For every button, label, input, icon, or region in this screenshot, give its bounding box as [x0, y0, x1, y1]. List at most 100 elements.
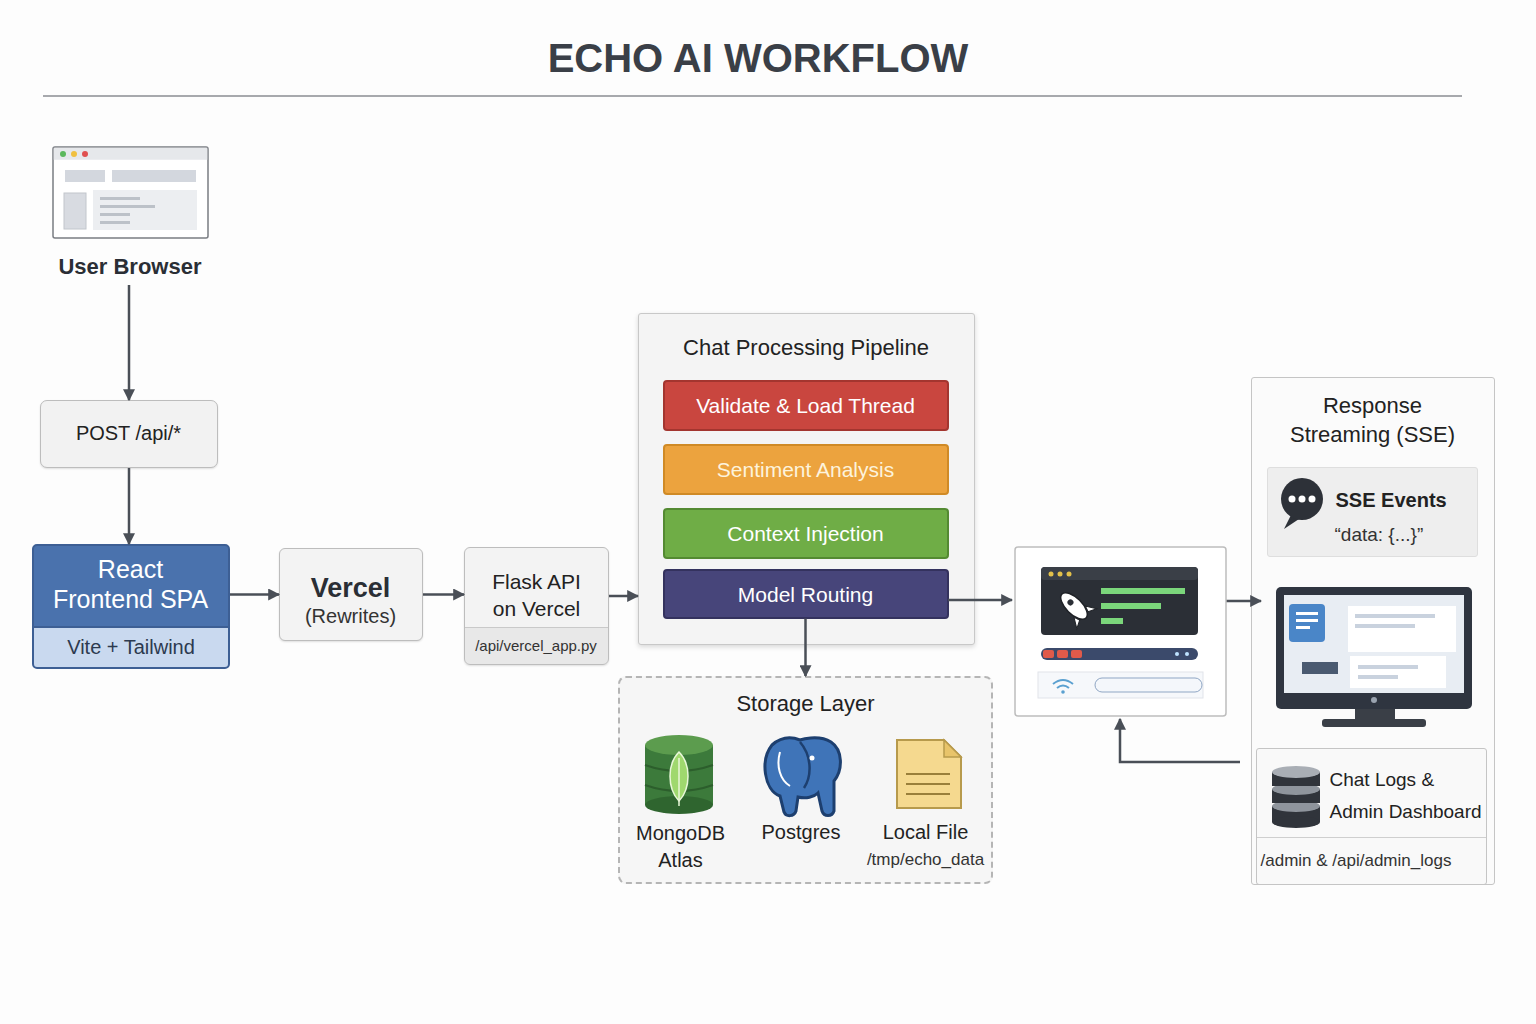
monitor-illustration — [1302, 662, 1338, 674]
postgres-icon — [778, 752, 790, 786]
chat-ui-illustration — [1101, 603, 1161, 609]
flow-arrow — [609, 595, 638, 598]
browser-icon — [93, 190, 197, 230]
speech-bubble-icon — [1299, 496, 1306, 503]
postgres-icon — [765, 738, 840, 816]
mongodb-icon — [645, 745, 713, 805]
node-subtitle: Vite + Tailwind — [34, 635, 228, 660]
database-icon — [1272, 766, 1320, 828]
node-title: Vercel — [280, 571, 421, 605]
database-node: Postgres — [751, 728, 851, 878]
monitor-illustration — [1289, 604, 1325, 642]
speech-bubble-icon — [1289, 496, 1296, 503]
chat-ui-illustration — [1015, 547, 1226, 716]
chat-ui-illustration — [1038, 672, 1203, 698]
database-icon — [1272, 789, 1320, 803]
file-icon — [944, 740, 961, 757]
event-box: SSE Events“data: {...}” — [1267, 467, 1478, 557]
stage-box: Model Routing — [663, 569, 949, 619]
chat-ui-illustration — [1061, 690, 1065, 694]
browser-icon — [112, 170, 196, 182]
chat-ui-illustration — [1095, 678, 1202, 692]
flow-arrow — [128, 468, 131, 544]
monitor-illustration — [1355, 709, 1395, 721]
pipeline-container: Validate & Load ThreadSentiment Analysis… — [638, 313, 975, 645]
chat-ui-illustration — [1053, 680, 1073, 684]
monitor-illustration — [1355, 624, 1415, 628]
title-rule — [43, 95, 1462, 97]
client-node: User Browser — [40, 145, 220, 285]
chat-ui-illustration — [1049, 572, 1054, 577]
speech-bubble-icon — [1281, 478, 1323, 520]
monitor-illustration — [1355, 614, 1435, 618]
speech-bubble-icon — [1309, 496, 1316, 503]
file-icon — [906, 773, 950, 775]
node-label: POST /api/* — [41, 421, 216, 446]
monitor-illustration — [1358, 665, 1418, 669]
postgres-icon — [800, 742, 810, 788]
chat-ui-illustration — [1185, 652, 1189, 656]
chat-ui-illustration — [1015, 547, 1226, 716]
chat-ui-illustration — [1041, 567, 1198, 635]
storage-label: Postgres — [751, 820, 851, 845]
browser-icon — [71, 151, 77, 157]
flow-arrow — [948, 600, 1261, 762]
stage-box: Validate & Load Thread — [663, 380, 949, 431]
file-icon — [897, 740, 961, 808]
monitor-illustration — [1296, 626, 1310, 629]
mongodb-icon — [645, 735, 713, 814]
node-title: Chat Logs & Admin Dashboard — [1330, 764, 1488, 828]
file-icon — [906, 783, 950, 785]
storage-container: MongoDB AtlasPostgresLocal File/tmp/echo… — [618, 676, 993, 884]
database-icon — [1272, 816, 1320, 828]
chat-ui-illustration — [1071, 650, 1082, 658]
stage-label: Sentiment Analysis — [665, 457, 947, 483]
chat-ui-illustration — [1057, 686, 1069, 689]
chat-ui-illustration — [1041, 567, 1198, 580]
chat-ui-illustration — [1067, 572, 1072, 577]
url-path: /admin & /api/admin_logs — [1261, 850, 1486, 871]
storage-label: MongoDB Atlas — [628, 820, 733, 874]
browser-icon — [60, 151, 66, 157]
file-icon — [906, 793, 950, 795]
browser-icon — [100, 213, 130, 216]
node-subtitle: (Rewrites) — [280, 604, 421, 629]
file-path: /tmp/echo_data — [858, 849, 993, 870]
chat-ui-illustration — [1056, 588, 1091, 623]
file-path: /api/vercel_app.py — [465, 636, 607, 655]
chat-ui-illustration — [1043, 650, 1054, 658]
monitor-illustration — [1358, 675, 1398, 679]
container-heading: Chat Processing Pipeline — [639, 334, 973, 362]
mongodb-icon — [645, 765, 713, 771]
browser-icon — [100, 221, 130, 224]
api-box: Flask API on Vercel/api/vercel_app.py — [464, 547, 609, 665]
database-icon — [1272, 806, 1320, 822]
mongodb-icon — [678, 758, 680, 806]
chat-ui-illustration — [1057, 650, 1068, 658]
flow-arrow — [804, 619, 807, 677]
browser-icon — [65, 170, 105, 182]
mongodb-icon — [645, 796, 713, 814]
monitor-illustration — [1371, 697, 1377, 703]
browser-icon — [100, 197, 140, 200]
endpoint-box: POST /api/* — [40, 400, 218, 468]
browser-icon — [100, 205, 155, 208]
flow-arrow — [1120, 719, 1240, 762]
database-icon — [1272, 772, 1320, 786]
stage-label: Context Injection — [665, 521, 947, 547]
chat-ui-illustration — [1175, 652, 1179, 656]
mongodb-icon — [645, 735, 713, 755]
monitor-illustration — [1322, 719, 1426, 727]
node-title: Flask API on Vercel — [484, 568, 589, 622]
flow-arrow — [1226, 600, 1261, 603]
mongodb-icon — [670, 752, 688, 801]
chat-ui-illustration — [1058, 572, 1063, 577]
flow-arrow — [948, 599, 1012, 602]
process-box: Vercel(Rewrites) — [279, 548, 423, 641]
frontend-box: React Frontend SPAVite + Tailwind — [32, 544, 230, 669]
monitor-illustration — [1276, 587, 1472, 709]
monitor-illustration — [1296, 619, 1318, 622]
stage-label: Validate & Load Thread — [665, 393, 947, 419]
